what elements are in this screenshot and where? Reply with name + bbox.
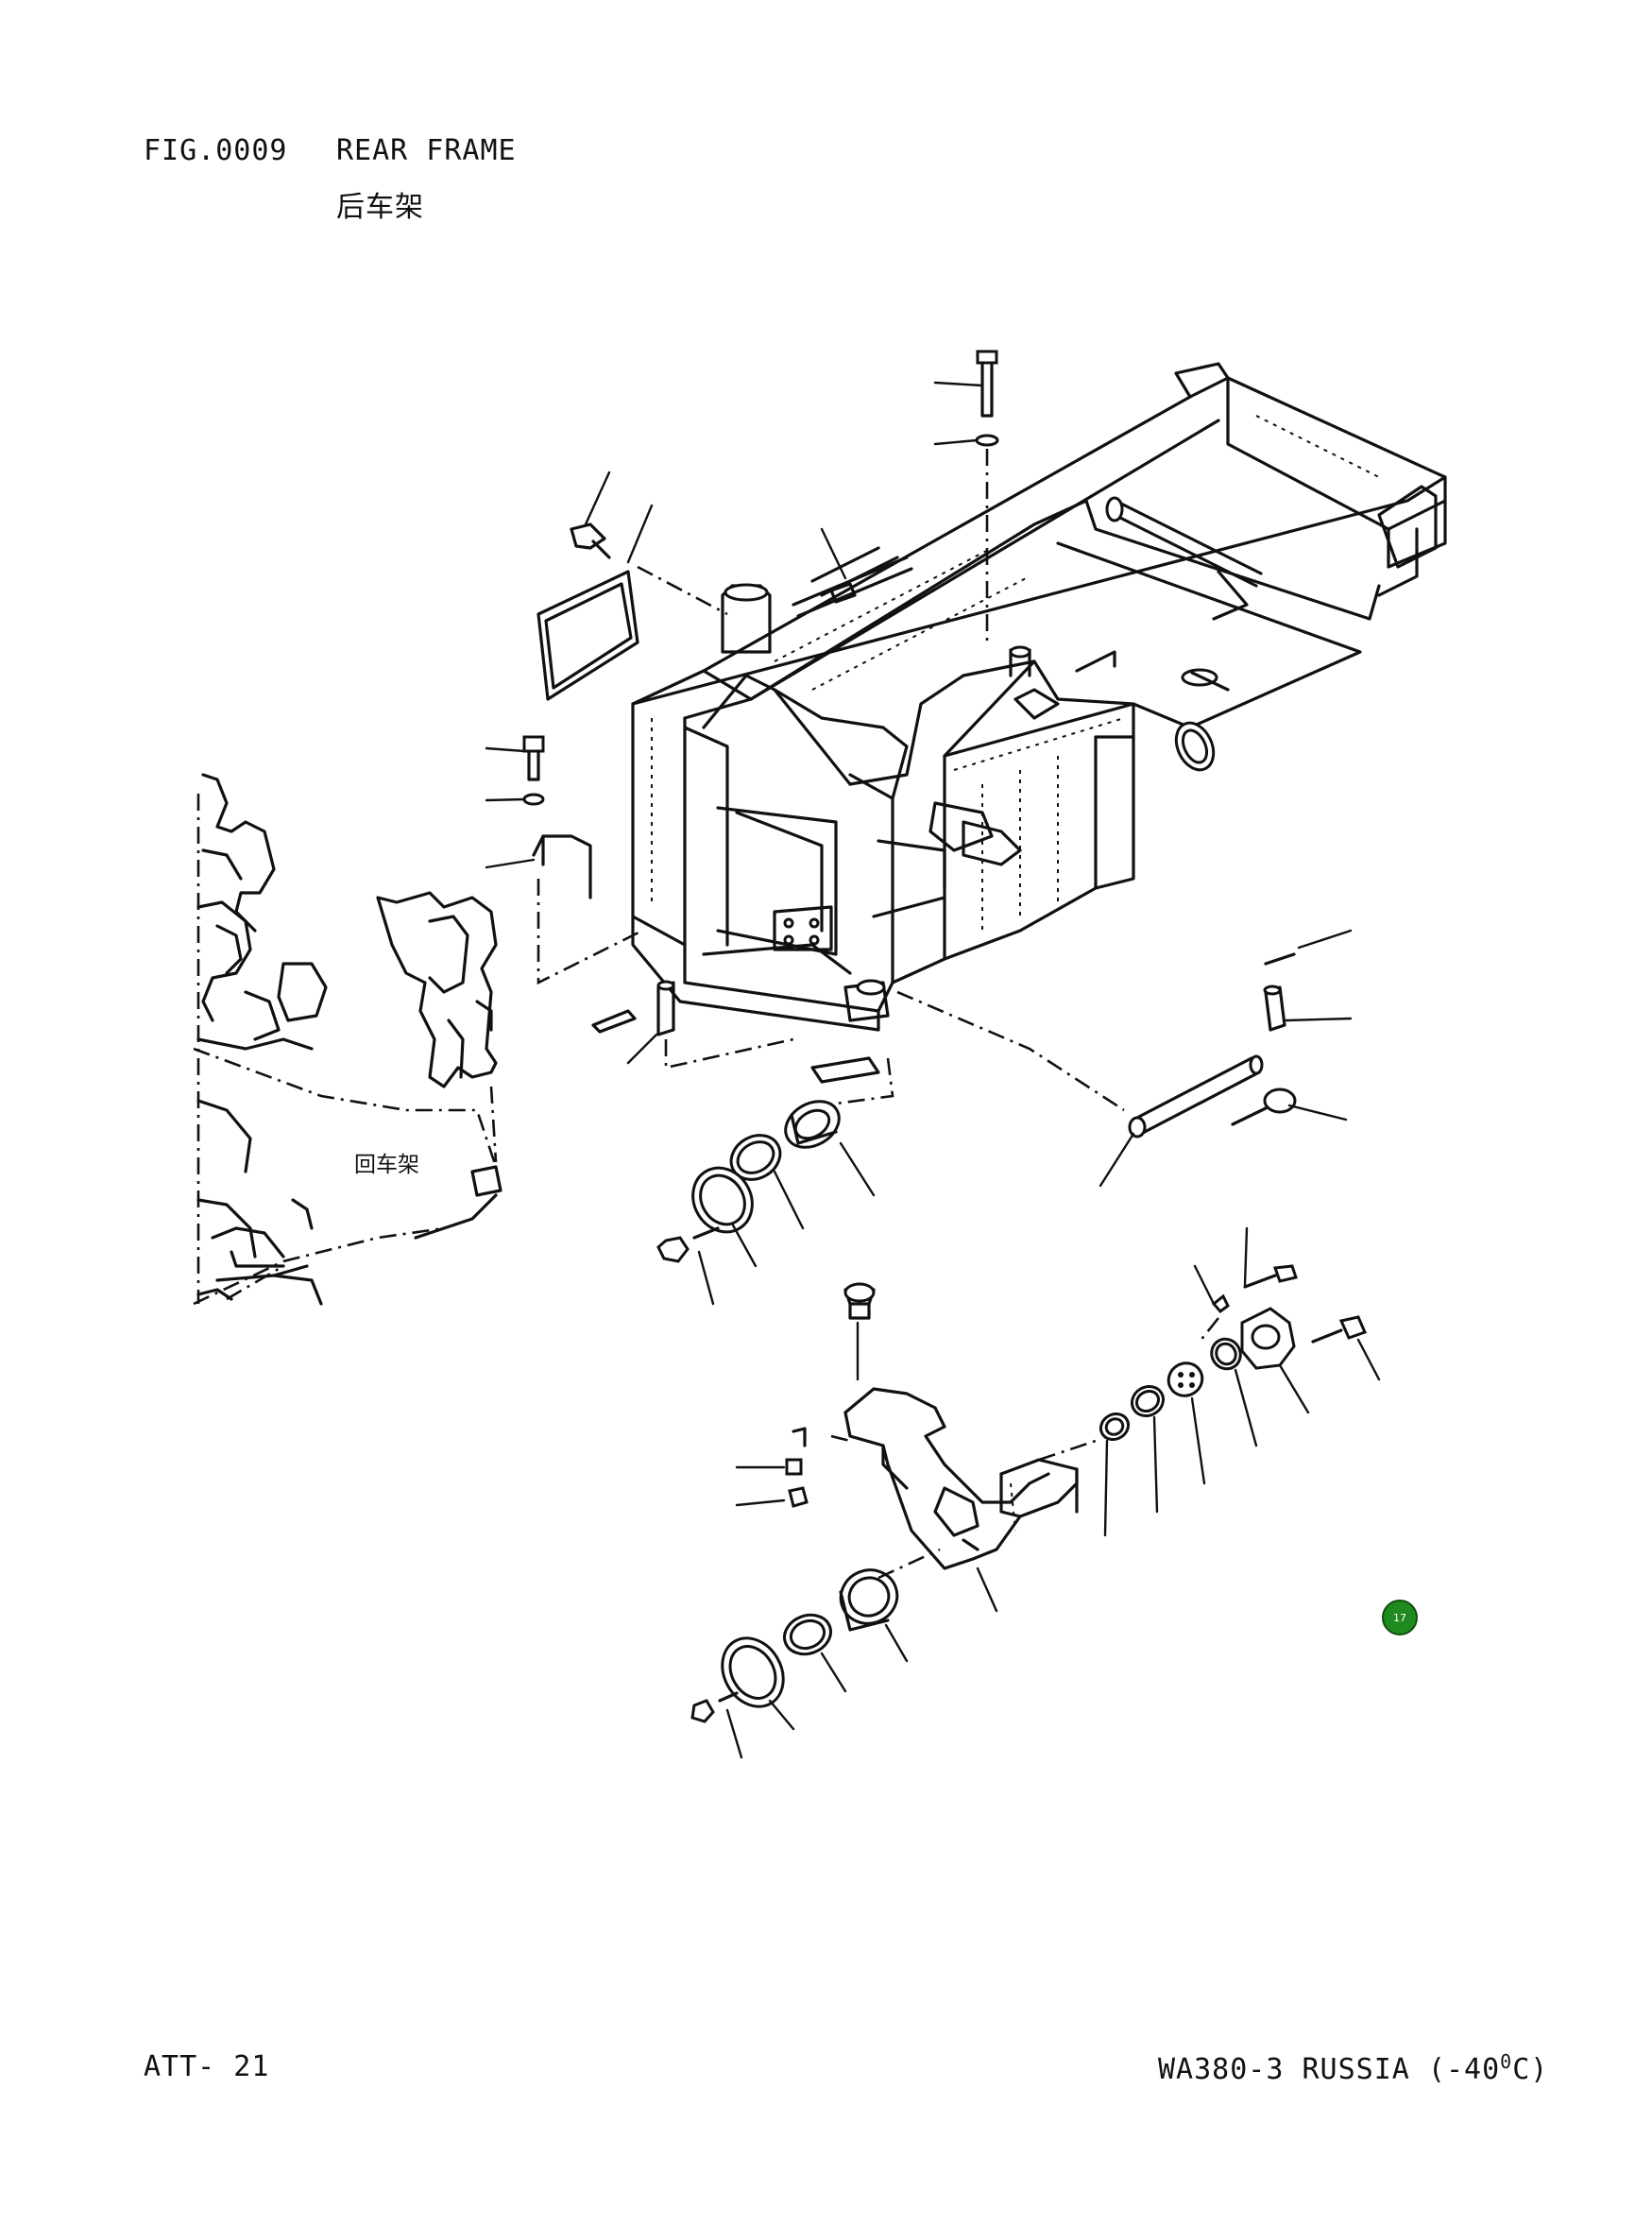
front-frame-label: 回车架 bbox=[354, 1153, 419, 1177]
mount-bracket bbox=[485, 735, 643, 985]
front-pivot-seals bbox=[656, 1100, 876, 1306]
model-suffix: C) bbox=[1512, 2053, 1549, 2086]
page-reference: ATT- 21 bbox=[144, 2050, 270, 2083]
top-bolt bbox=[933, 350, 999, 642]
page-badge[interactable]: 17 bbox=[1382, 1600, 1418, 1635]
rear-frame-body bbox=[631, 362, 1447, 1032]
axle-support-arm bbox=[735, 1282, 1097, 1613]
lower-seal-set bbox=[690, 1548, 941, 1759]
figure-title: REAR FRAME bbox=[336, 134, 517, 167]
center-pin-assembly bbox=[896, 929, 1353, 1188]
model-prefix: WA380-3 RUSSIA (-40 bbox=[1158, 2053, 1501, 2086]
guide-rod bbox=[792, 527, 913, 618]
figure-number: FIG.0009 bbox=[144, 134, 288, 167]
rear-pivot-seals bbox=[1098, 1226, 1381, 1537]
model-degree: 0 bbox=[1500, 2050, 1513, 2073]
front-frame-partial bbox=[193, 773, 502, 1306]
model-info: WA380-3 RUSSIA (-400C) bbox=[1158, 2050, 1548, 2086]
figure-title-cn: 后车架 bbox=[336, 191, 424, 224]
lower-pin bbox=[591, 980, 894, 1107]
access-cover bbox=[536, 471, 728, 701]
